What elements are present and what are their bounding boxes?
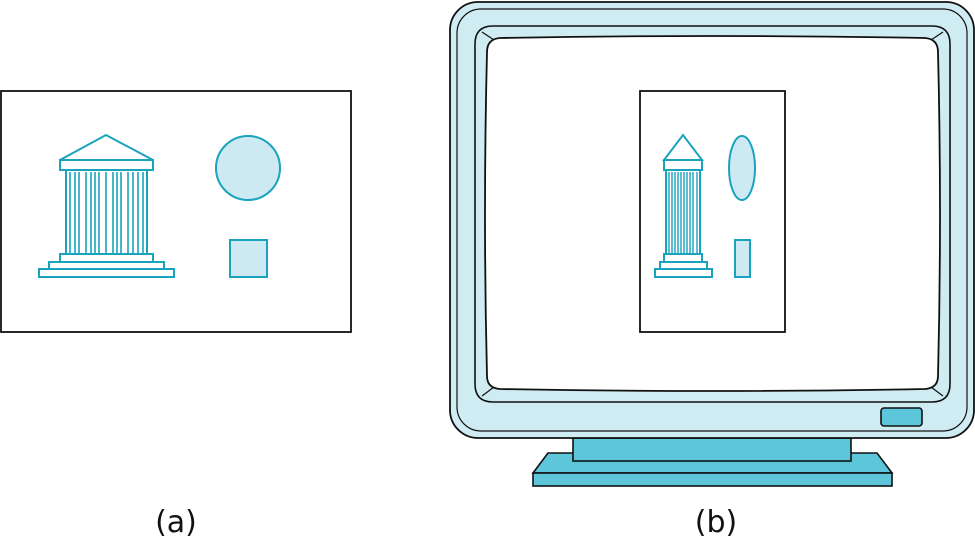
viewport-frame-b bbox=[639, 90, 786, 333]
stand-neck bbox=[572, 437, 852, 462]
caption-a: (a) bbox=[155, 505, 197, 540]
power-button bbox=[880, 407, 923, 427]
ellipse-shape bbox=[728, 135, 756, 201]
monitor-stand bbox=[531, 437, 894, 487]
bezel-bevel-lines bbox=[481, 31, 944, 397]
viewport-frame-a bbox=[0, 90, 352, 333]
caption-b: (b) bbox=[694, 505, 738, 540]
panel-a bbox=[0, 90, 352, 333]
monitor-case-inner-edge bbox=[456, 8, 968, 432]
temple-icon bbox=[654, 133, 713, 278]
temple-icon bbox=[38, 133, 175, 278]
panel-b bbox=[449, 1, 975, 487]
circle-shape bbox=[215, 135, 281, 201]
stand-base-front bbox=[532, 472, 893, 487]
square-shape bbox=[229, 239, 268, 278]
rectangle-shape bbox=[734, 239, 751, 278]
